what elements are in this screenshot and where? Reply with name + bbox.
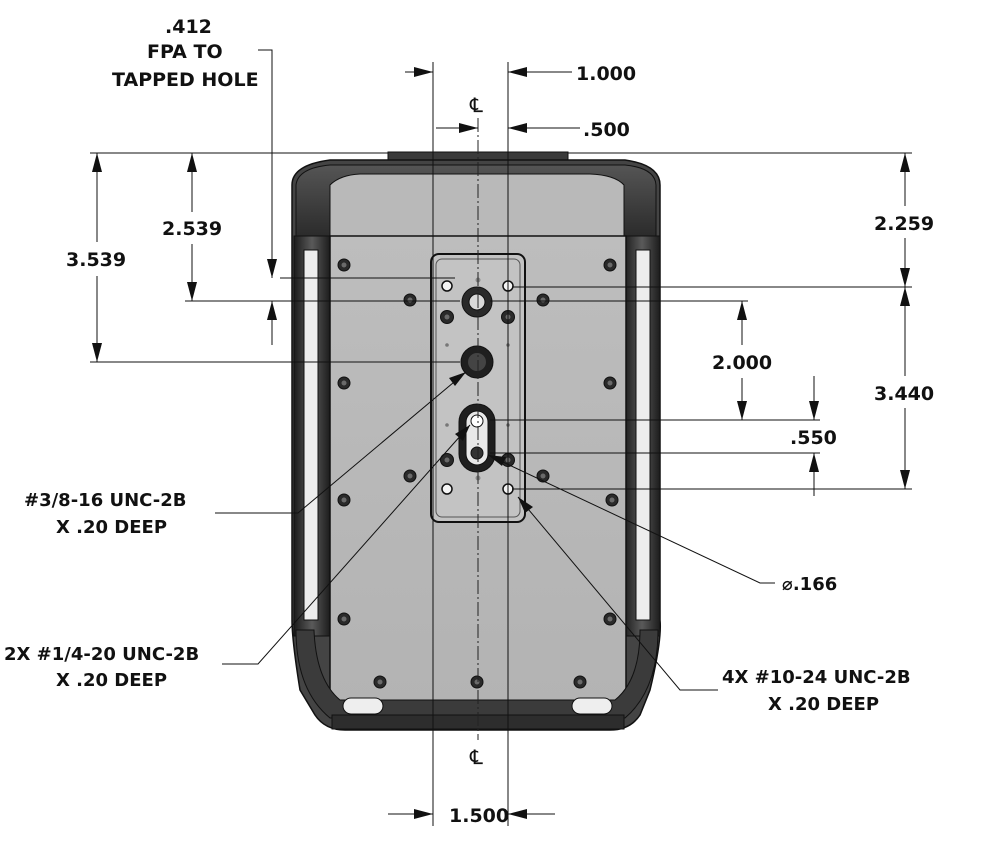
arrow	[900, 287, 910, 306]
leader-10-24	[517, 496, 718, 691]
leader-1-4-20	[222, 424, 471, 665]
screw	[440, 453, 454, 467]
screw	[536, 469, 550, 483]
dim-500: .500	[583, 119, 630, 141]
callout-notes: #3/8-16 UNC-2B X .20 DEEP 2X #1/4-20 UNC…	[4, 490, 911, 715]
dim-1500: 1.500	[449, 805, 509, 827]
screw	[337, 493, 351, 507]
arrow	[414, 67, 433, 77]
screw	[440, 310, 454, 324]
note-3-8-16-line2: X .20 DEEP	[56, 517, 167, 538]
dim-fpa-value: .412	[165, 16, 212, 38]
screw	[337, 258, 351, 272]
screw	[337, 376, 351, 390]
dim-fpa-line1: FPA TO	[147, 41, 223, 63]
leaders	[215, 371, 775, 691]
dimension-lines	[92, 49, 910, 819]
arrow	[449, 372, 466, 386]
arrow	[508, 809, 527, 819]
arrow	[267, 301, 277, 320]
note-3-8-16-line1: #3/8-16 UNC-2B	[24, 490, 187, 511]
arrow	[508, 123, 527, 133]
centerline-label-top: ℄	[469, 93, 483, 117]
arrow	[518, 497, 533, 513]
hole-dot	[445, 423, 449, 427]
screw	[603, 258, 617, 272]
arrow	[900, 268, 910, 287]
arrow	[488, 455, 506, 466]
note-1-4-20-line2: X .20 DEEP	[56, 670, 167, 691]
slot-hole-lower	[470, 446, 484, 460]
dim-3539: 3.539	[66, 249, 126, 271]
camera-body	[291, 151, 662, 731]
screw	[603, 376, 617, 390]
top-cover-face	[329, 173, 625, 237]
dim-1000: 1.000	[576, 63, 636, 85]
bottom-slot-left	[342, 697, 384, 715]
screw	[337, 612, 351, 626]
arrow	[92, 153, 102, 172]
arrow	[187, 153, 197, 172]
screw	[470, 675, 484, 689]
bottom-slot-right	[571, 697, 613, 715]
slot-hole-upper	[470, 414, 484, 428]
arrow	[508, 67, 527, 77]
note-10-24-line1: 4X #10-24 UNC-2B	[722, 667, 911, 688]
hole-10-24	[441, 280, 453, 292]
screw	[536, 293, 550, 307]
dim-2000: 2.000	[712, 352, 772, 374]
leader-fpa	[258, 49, 273, 278]
hole-10-24	[441, 483, 453, 495]
centerlines: ℄ ℄	[432, 62, 509, 826]
tapped-holes	[441, 277, 514, 495]
leader-diameter	[487, 454, 775, 584]
left-rail-highlight	[303, 249, 319, 621]
hole-1-4-20-upper-bore	[468, 293, 486, 311]
arrow	[809, 401, 819, 420]
arrow	[900, 153, 910, 172]
right-rail-highlight	[635, 249, 651, 621]
screw	[573, 675, 587, 689]
dim-2539: 2.539	[162, 218, 222, 240]
arrow	[267, 259, 277, 278]
arrow	[187, 282, 197, 301]
arrow	[737, 401, 747, 420]
centerline-label-bottom: ℄	[469, 745, 483, 769]
screw	[373, 675, 387, 689]
bottom-bumper	[295, 629, 659, 719]
note-1-4-20-line1: 2X #1/4-20 UNC-2B	[4, 644, 199, 665]
note-diameter: ⌀.166	[782, 574, 837, 595]
arrow	[459, 123, 478, 133]
screw	[403, 293, 417, 307]
arrow	[455, 425, 470, 441]
dim-3440: 3.440	[874, 383, 934, 405]
note-10-24-line2: X .20 DEEP	[768, 694, 879, 715]
screw	[605, 493, 619, 507]
dim-550: .550	[790, 427, 837, 449]
plate-screws	[337, 258, 619, 689]
extension-lines	[90, 152, 912, 490]
screw	[403, 469, 417, 483]
leader-3-8-16	[215, 371, 467, 514]
arrow	[809, 453, 819, 472]
screw	[603, 612, 617, 626]
dim-2259: 2.259	[874, 213, 934, 235]
arrow	[414, 809, 433, 819]
hole-dot	[445, 343, 449, 347]
hole-3-8-16-bore	[468, 353, 486, 371]
dim-fpa-line2: TAPPED HOLE	[112, 69, 259, 91]
arrow	[737, 301, 747, 320]
dimension-labels: .412 FPA TO TAPPED HOLE 1.000 .500 3.539…	[66, 16, 934, 827]
arrow	[900, 470, 910, 489]
arrow	[92, 343, 102, 362]
